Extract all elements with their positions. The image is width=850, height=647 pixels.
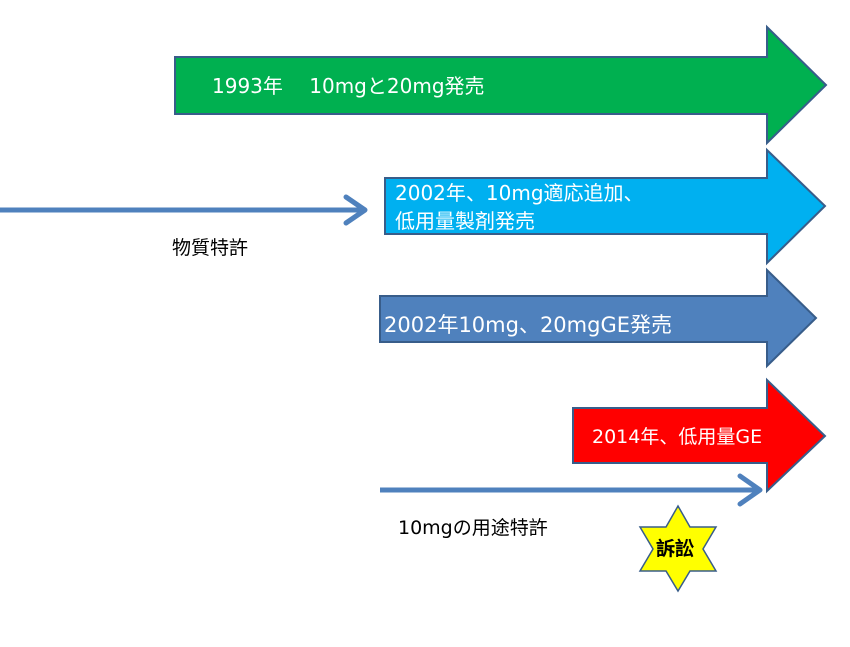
lawsuit-star <box>638 504 718 593</box>
substance-patent-label: 物質特許 <box>172 237 249 259</box>
arrow-2002-label-line1: 2002年、10mg適応追加、 <box>395 181 644 205</box>
arrow-1993-release <box>174 24 828 146</box>
arrow-2002-generic-label: 2002年10mg、20mgGE発売 <box>384 313 673 337</box>
use-patent-label: 10mgの用途特許 <box>398 517 548 539</box>
arrow-2014-label: 2014年、低用量GE <box>592 426 763 448</box>
substance-patent-line <box>0 194 368 226</box>
arrow-2014-low-dose-generic <box>572 377 827 494</box>
arrow-2002-label-line2: 低用量製剤発売 <box>395 209 535 233</box>
arrow-2002-low-dose <box>384 147 827 266</box>
arrow-1993-label: 1993年 10mgと20mg発売 <box>212 74 485 98</box>
use-patent-line <box>380 473 763 507</box>
arrow-2002-generic <box>379 267 818 369</box>
lawsuit-label: 訴訟 <box>656 538 695 560</box>
